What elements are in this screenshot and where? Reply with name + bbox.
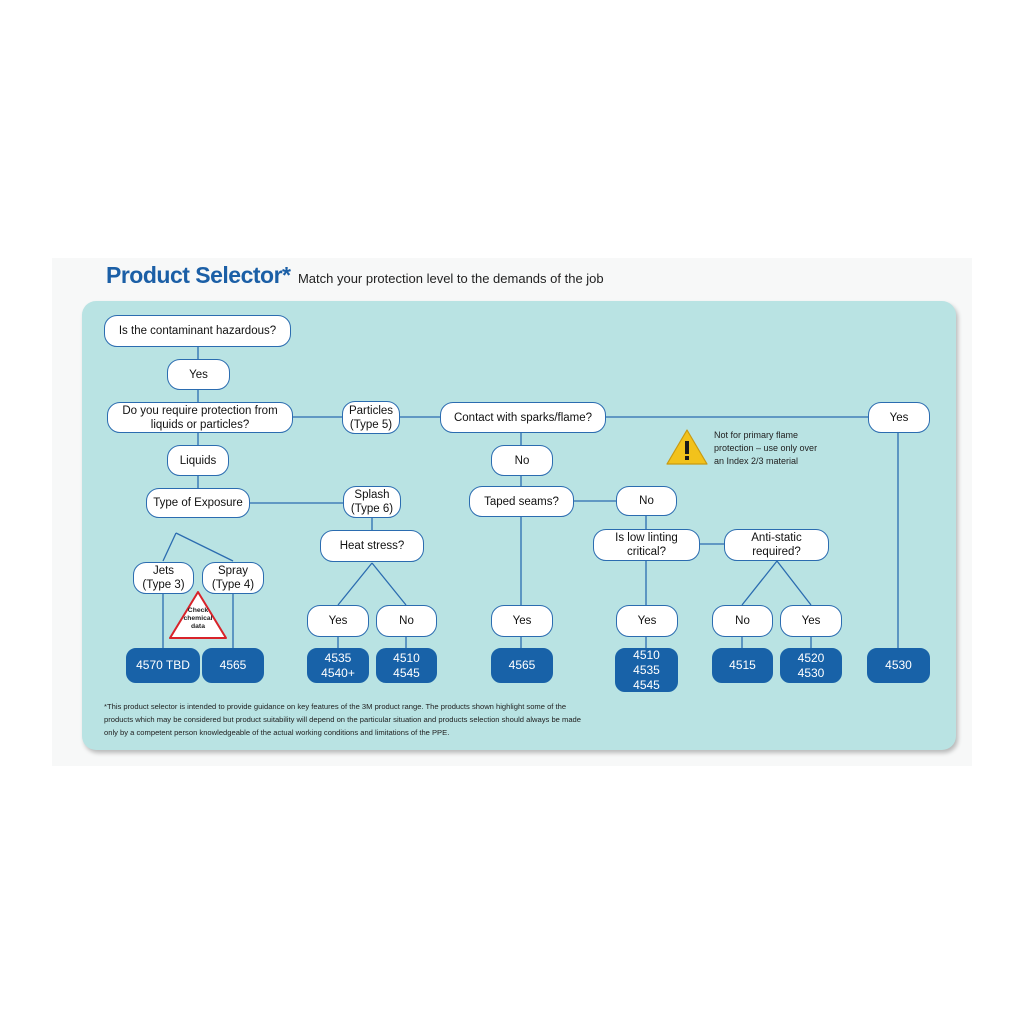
answer-yes-low-linting: Yes xyxy=(616,605,678,637)
page-heading: Product Selector* Match your protection … xyxy=(106,262,604,289)
flame-warning-text: Not for primary flame protection – use o… xyxy=(714,430,818,466)
answer-yes-sparks: Yes xyxy=(868,402,930,433)
answer-yes-hazardous: Yes xyxy=(167,359,230,390)
answer-spray-type-4: Spray (Type 4) xyxy=(202,562,264,594)
connector xyxy=(337,562,373,606)
question-anti-static: Anti-static required? xyxy=(724,529,829,561)
product-4565-spray: 4565 xyxy=(202,648,264,683)
answer-yes-heat-stress: Yes xyxy=(307,605,369,637)
product-4520-4530: 4520 4530 xyxy=(780,648,842,683)
answer-jets-type-3: Jets (Type 3) xyxy=(133,562,194,594)
answer-no-anti-static: No xyxy=(712,605,773,637)
connector xyxy=(371,562,407,606)
answer-particles-type-5: Particles (Type 5) xyxy=(342,401,400,434)
answer-no-heat-stress: No xyxy=(376,605,437,637)
disclaimer-footnote: *This product selector is intended to pr… xyxy=(104,702,581,737)
answer-yes-taped-seams: Yes xyxy=(491,605,553,637)
answer-no-sparks: No xyxy=(491,445,553,476)
product-4565-taped: 4565 xyxy=(491,648,553,683)
product-4535-4540: 4535 4540+ xyxy=(307,648,369,683)
question-type-of-exposure: Type of Exposure xyxy=(146,488,250,518)
product-4530: 4530 xyxy=(867,648,930,683)
product-4515: 4515 xyxy=(712,648,773,683)
connector xyxy=(776,560,812,606)
check-chemical-data-text: Check chemical data xyxy=(183,607,213,630)
answer-yes-anti-static: Yes xyxy=(780,605,842,637)
question-contaminant-hazardous: Is the contaminant hazardous? xyxy=(104,315,291,347)
page-subtitle: Match your protection level to the deman… xyxy=(297,271,604,286)
connector xyxy=(162,532,177,562)
warning-triangle-icon xyxy=(666,429,708,465)
question-sparks-flame: Contact with sparks/flame? xyxy=(440,402,606,433)
page-title: Product Selector* xyxy=(106,262,291,288)
product-4570-tbd: 4570 TBD xyxy=(126,648,200,683)
product-4510-4535-4545: 4510 4535 4545 xyxy=(615,648,678,692)
question-taped-seams: Taped seams? xyxy=(469,486,574,517)
answer-splash-type-6: Splash (Type 6) xyxy=(343,486,401,518)
caution-triangle-icon xyxy=(169,591,227,639)
answer-liquids: Liquids xyxy=(167,445,229,476)
question-low-linting: Is low linting critical? xyxy=(593,529,700,561)
connector xyxy=(175,532,234,562)
connector xyxy=(741,560,778,606)
question-liquids-or-particles: Do you require protection from liquids o… xyxy=(107,402,293,433)
answer-no-taped-seams: No xyxy=(616,486,677,516)
product-4510-4545: 4510 4545 xyxy=(376,648,437,683)
question-heat-stress: Heat stress? xyxy=(320,530,424,562)
